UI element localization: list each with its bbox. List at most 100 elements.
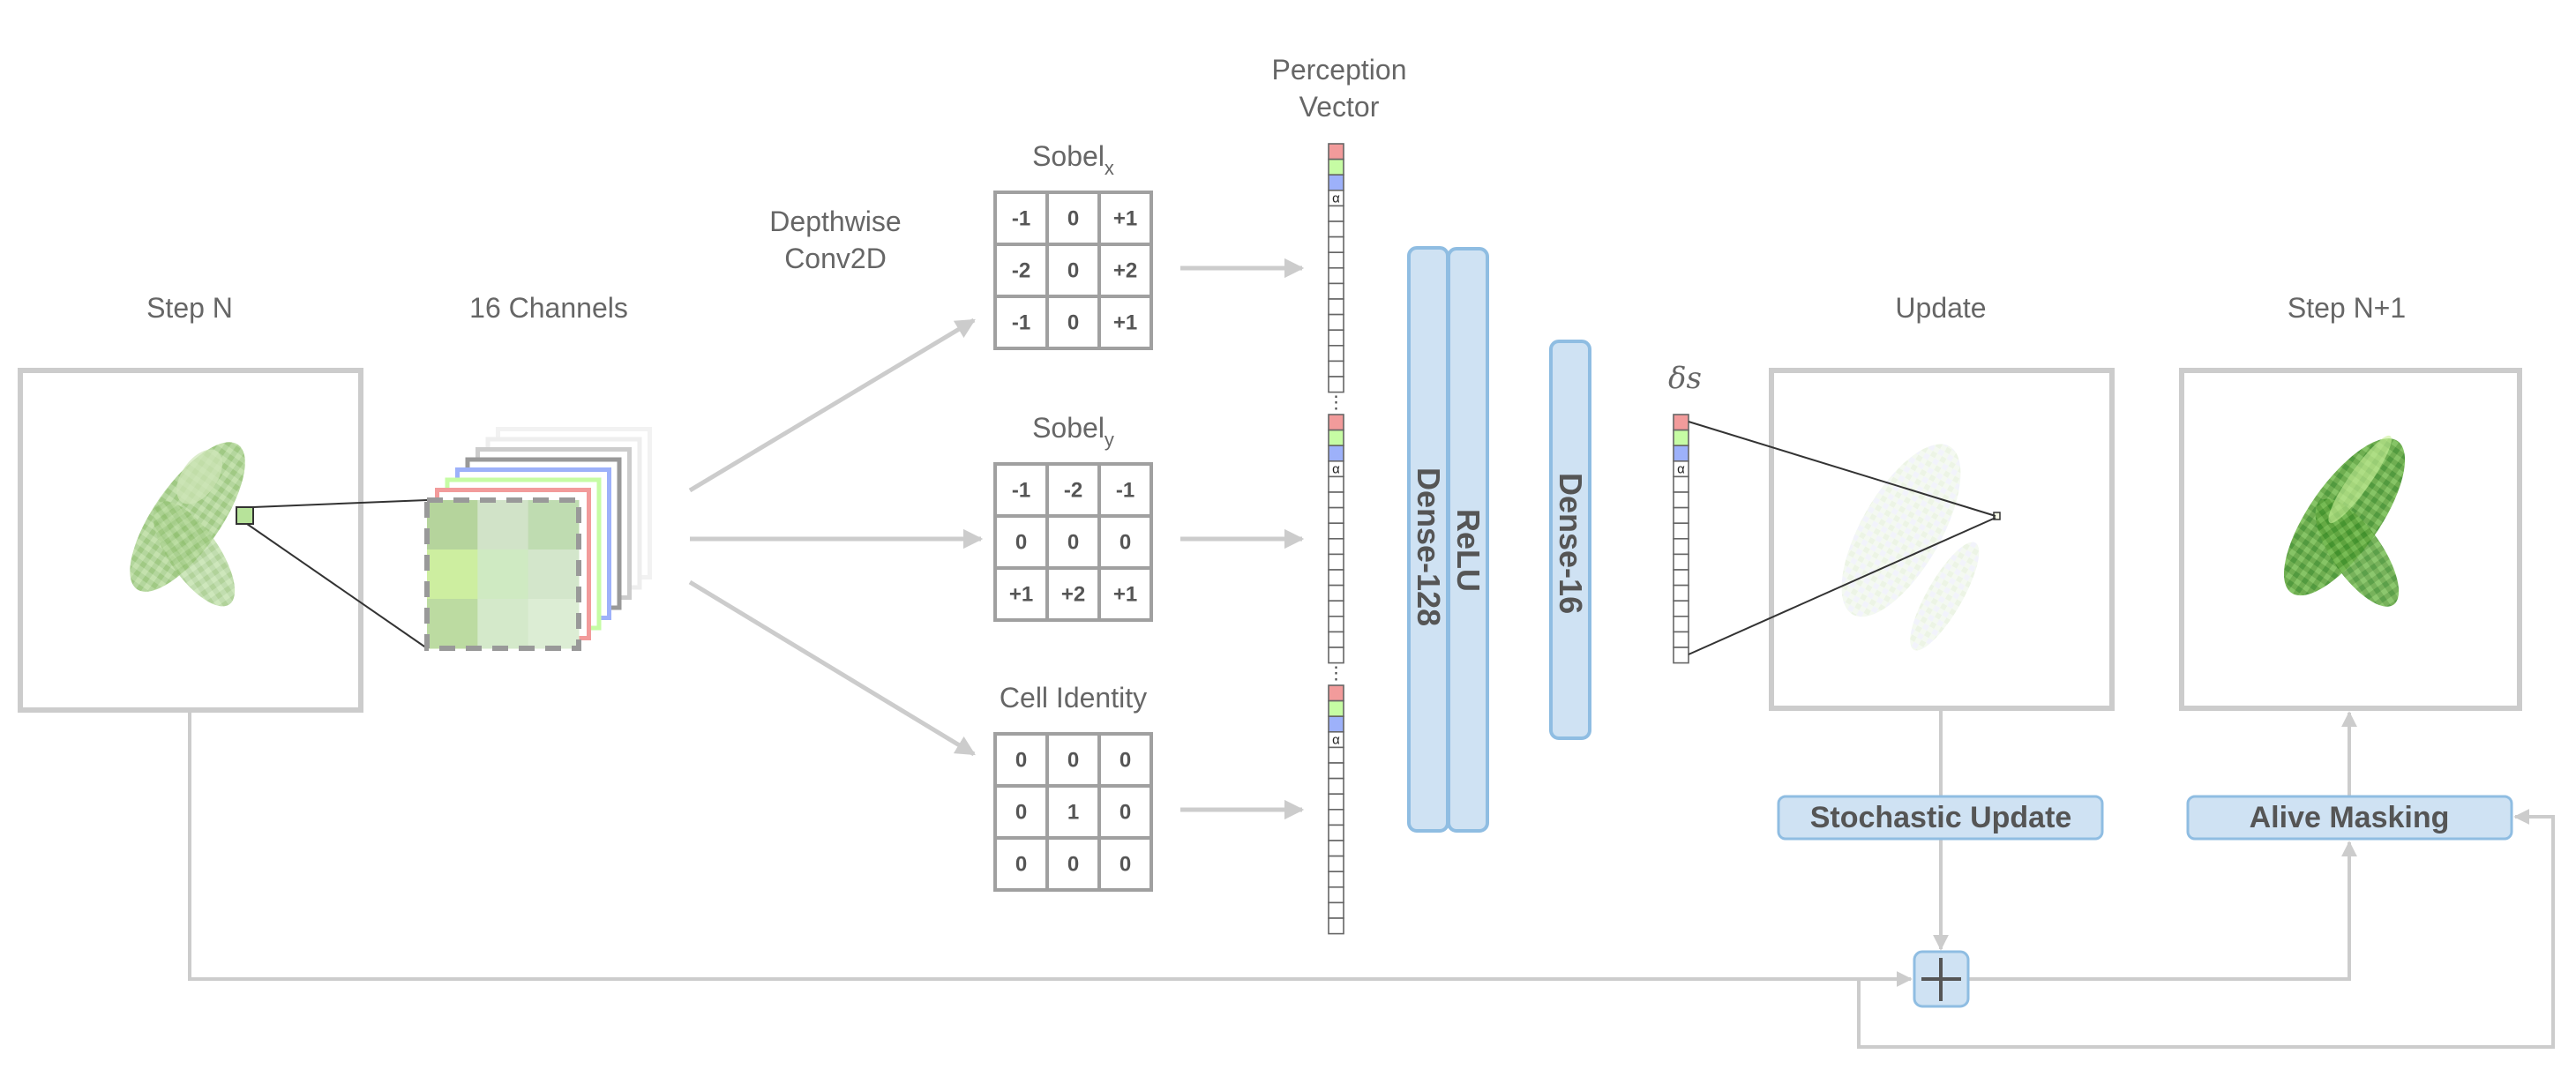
- depthwise-title-line1: Depthwise: [769, 206, 901, 237]
- perception-vector-group: α: [1328, 414, 1344, 664]
- delta-s-vector: α: [1673, 414, 1689, 664]
- perception-vector-cell: [1328, 631, 1344, 648]
- filter-title: Cell Identity: [1000, 682, 1147, 714]
- delta-s-vector-cell: [1673, 491, 1689, 509]
- perception-vector-cell: [1328, 414, 1344, 431]
- perception-vector-cell: [1328, 445, 1344, 462]
- kernel-patch-cell: [427, 549, 478, 600]
- filter-cell: [1097, 462, 1153, 518]
- filter-cell: [1097, 243, 1153, 298]
- perception-vector-cell: [1328, 808, 1344, 826]
- perception-vector-cell: [1328, 777, 1344, 795]
- perception-vector: α⋮α⋮α: [1328, 143, 1345, 935]
- dense-16-label: Dense-16: [1553, 473, 1589, 614]
- step-n-panel: [18, 368, 363, 713]
- filter-cell-value: +1: [1009, 583, 1033, 607]
- filter-cell-value: -2: [1012, 259, 1030, 283]
- filter-cell-value: -1: [1012, 207, 1030, 231]
- perception-vector-cell: [1328, 313, 1344, 332]
- filter-cell-value: 0: [1120, 801, 1131, 825]
- alive-masking-label: Alive Masking: [2250, 801, 2450, 834]
- delta-s-vector-cell: [1673, 553, 1689, 571]
- filter-cell-value: 0: [1067, 853, 1079, 877]
- depthwise-title-line2: Conv2D: [784, 243, 887, 274]
- filter-cell-value: +1: [1113, 207, 1137, 231]
- delta-s-vector-cell: [1673, 600, 1689, 617]
- kernel-patch-cell: [477, 599, 529, 649]
- perception-vector-cell: [1328, 886, 1344, 904]
- delta-s-vector-cell: [1673, 445, 1689, 462]
- kernel-patch-cell: [528, 599, 580, 649]
- filter-cell-value: 0: [1067, 207, 1079, 231]
- selected-cell-marker: [236, 506, 254, 525]
- alpha-label: α: [1332, 191, 1340, 206]
- stochastic-update-label: Stochastic Update: [1810, 801, 2072, 834]
- stochastic-update-op: Stochastic Update: [1777, 795, 2104, 841]
- arrow-to-cell-identity: [688, 579, 976, 757]
- delta-s-vector-cell: [1673, 584, 1689, 602]
- delta-s-vector-cell: [1673, 647, 1689, 664]
- perception-vector-cell: [1328, 205, 1344, 222]
- kernel-patch-cell: [427, 500, 478, 550]
- filter-cell-value: +2: [1113, 259, 1137, 283]
- delta-s-vector-cell: [1673, 569, 1689, 587]
- filter-cell-value: 0: [1015, 853, 1027, 877]
- kernel-patch-cell: [477, 500, 529, 550]
- step-n-to-plus-arrow: [188, 711, 1913, 987]
- arrow-to-sobel-x: [688, 318, 976, 493]
- perception-vector-cell: [1328, 221, 1344, 238]
- filter-cell: [1045, 836, 1101, 892]
- perception-vector-title-line1: Perception: [1272, 54, 1407, 86]
- perception-vector-cell: [1328, 840, 1344, 857]
- filter-title: Sobely: [1032, 412, 1114, 451]
- delta-s-label: δs: [1668, 361, 1702, 396]
- perception-vector-cell: [1328, 506, 1344, 524]
- alpha-label: α: [1332, 461, 1340, 476]
- filter-subscript: x: [1105, 157, 1114, 179]
- perception-vector-cell: [1328, 600, 1344, 617]
- step-n1-organism-image: [2283, 435, 2406, 607]
- filter-cell: [993, 191, 1049, 246]
- filter-cell-value: 0: [1015, 531, 1027, 555]
- step-n-title: Step N: [146, 292, 233, 324]
- delta-line-top: [1688, 421, 1996, 517]
- add-op: [1913, 950, 1970, 1008]
- filter-cell: [1045, 243, 1101, 298]
- dense-128-layer: Dense-128: [1407, 246, 1449, 833]
- filter-cell-value: 0: [1067, 531, 1079, 555]
- update-panel: [1769, 368, 2115, 711]
- relu-layer: ReLU: [1447, 247, 1489, 833]
- perception-vector-cell: [1328, 871, 1344, 888]
- perception-vector-cell: [1328, 491, 1344, 509]
- channels-title: 16 Channels: [469, 292, 628, 324]
- perception-vector-cell: [1328, 684, 1344, 702]
- zoom-line-top: [252, 499, 428, 508]
- filter-cell-value: +1: [1113, 583, 1137, 607]
- dense-128-label: Dense-128: [1411, 467, 1447, 626]
- kernel-patch-cell: [528, 549, 580, 600]
- filter-cell: [1097, 191, 1153, 246]
- filter-cell-value: 0: [1067, 749, 1079, 773]
- filter-cell: [993, 566, 1049, 622]
- delta-s-vector-cell: [1673, 537, 1689, 556]
- perception-vector-cell: [1328, 584, 1344, 602]
- filter-cell: [1097, 514, 1153, 570]
- perception-vector-cell: [1328, 522, 1344, 540]
- kernel-patch-outline: [424, 497, 581, 651]
- perception-vector-cell: [1328, 569, 1344, 587]
- relu-label: ReLU: [1450, 509, 1486, 592]
- alpha-label: α: [1677, 461, 1685, 476]
- filter-cell: [1045, 295, 1101, 350]
- filter-cell: [993, 295, 1049, 350]
- filter-cell: [993, 462, 1049, 518]
- perception-vector-cell: [1328, 699, 1344, 717]
- dense-16-layer: Dense-16: [1549, 340, 1591, 740]
- delta-s-vector-cell: [1673, 414, 1689, 431]
- plus-to-alive-masking-arrow: [1968, 841, 2357, 981]
- perception-vector-cell: [1328, 143, 1344, 161]
- filter-cell: [1045, 566, 1101, 622]
- update-title: Update: [1895, 292, 1986, 324]
- filter-cell-value: 0: [1067, 259, 1079, 283]
